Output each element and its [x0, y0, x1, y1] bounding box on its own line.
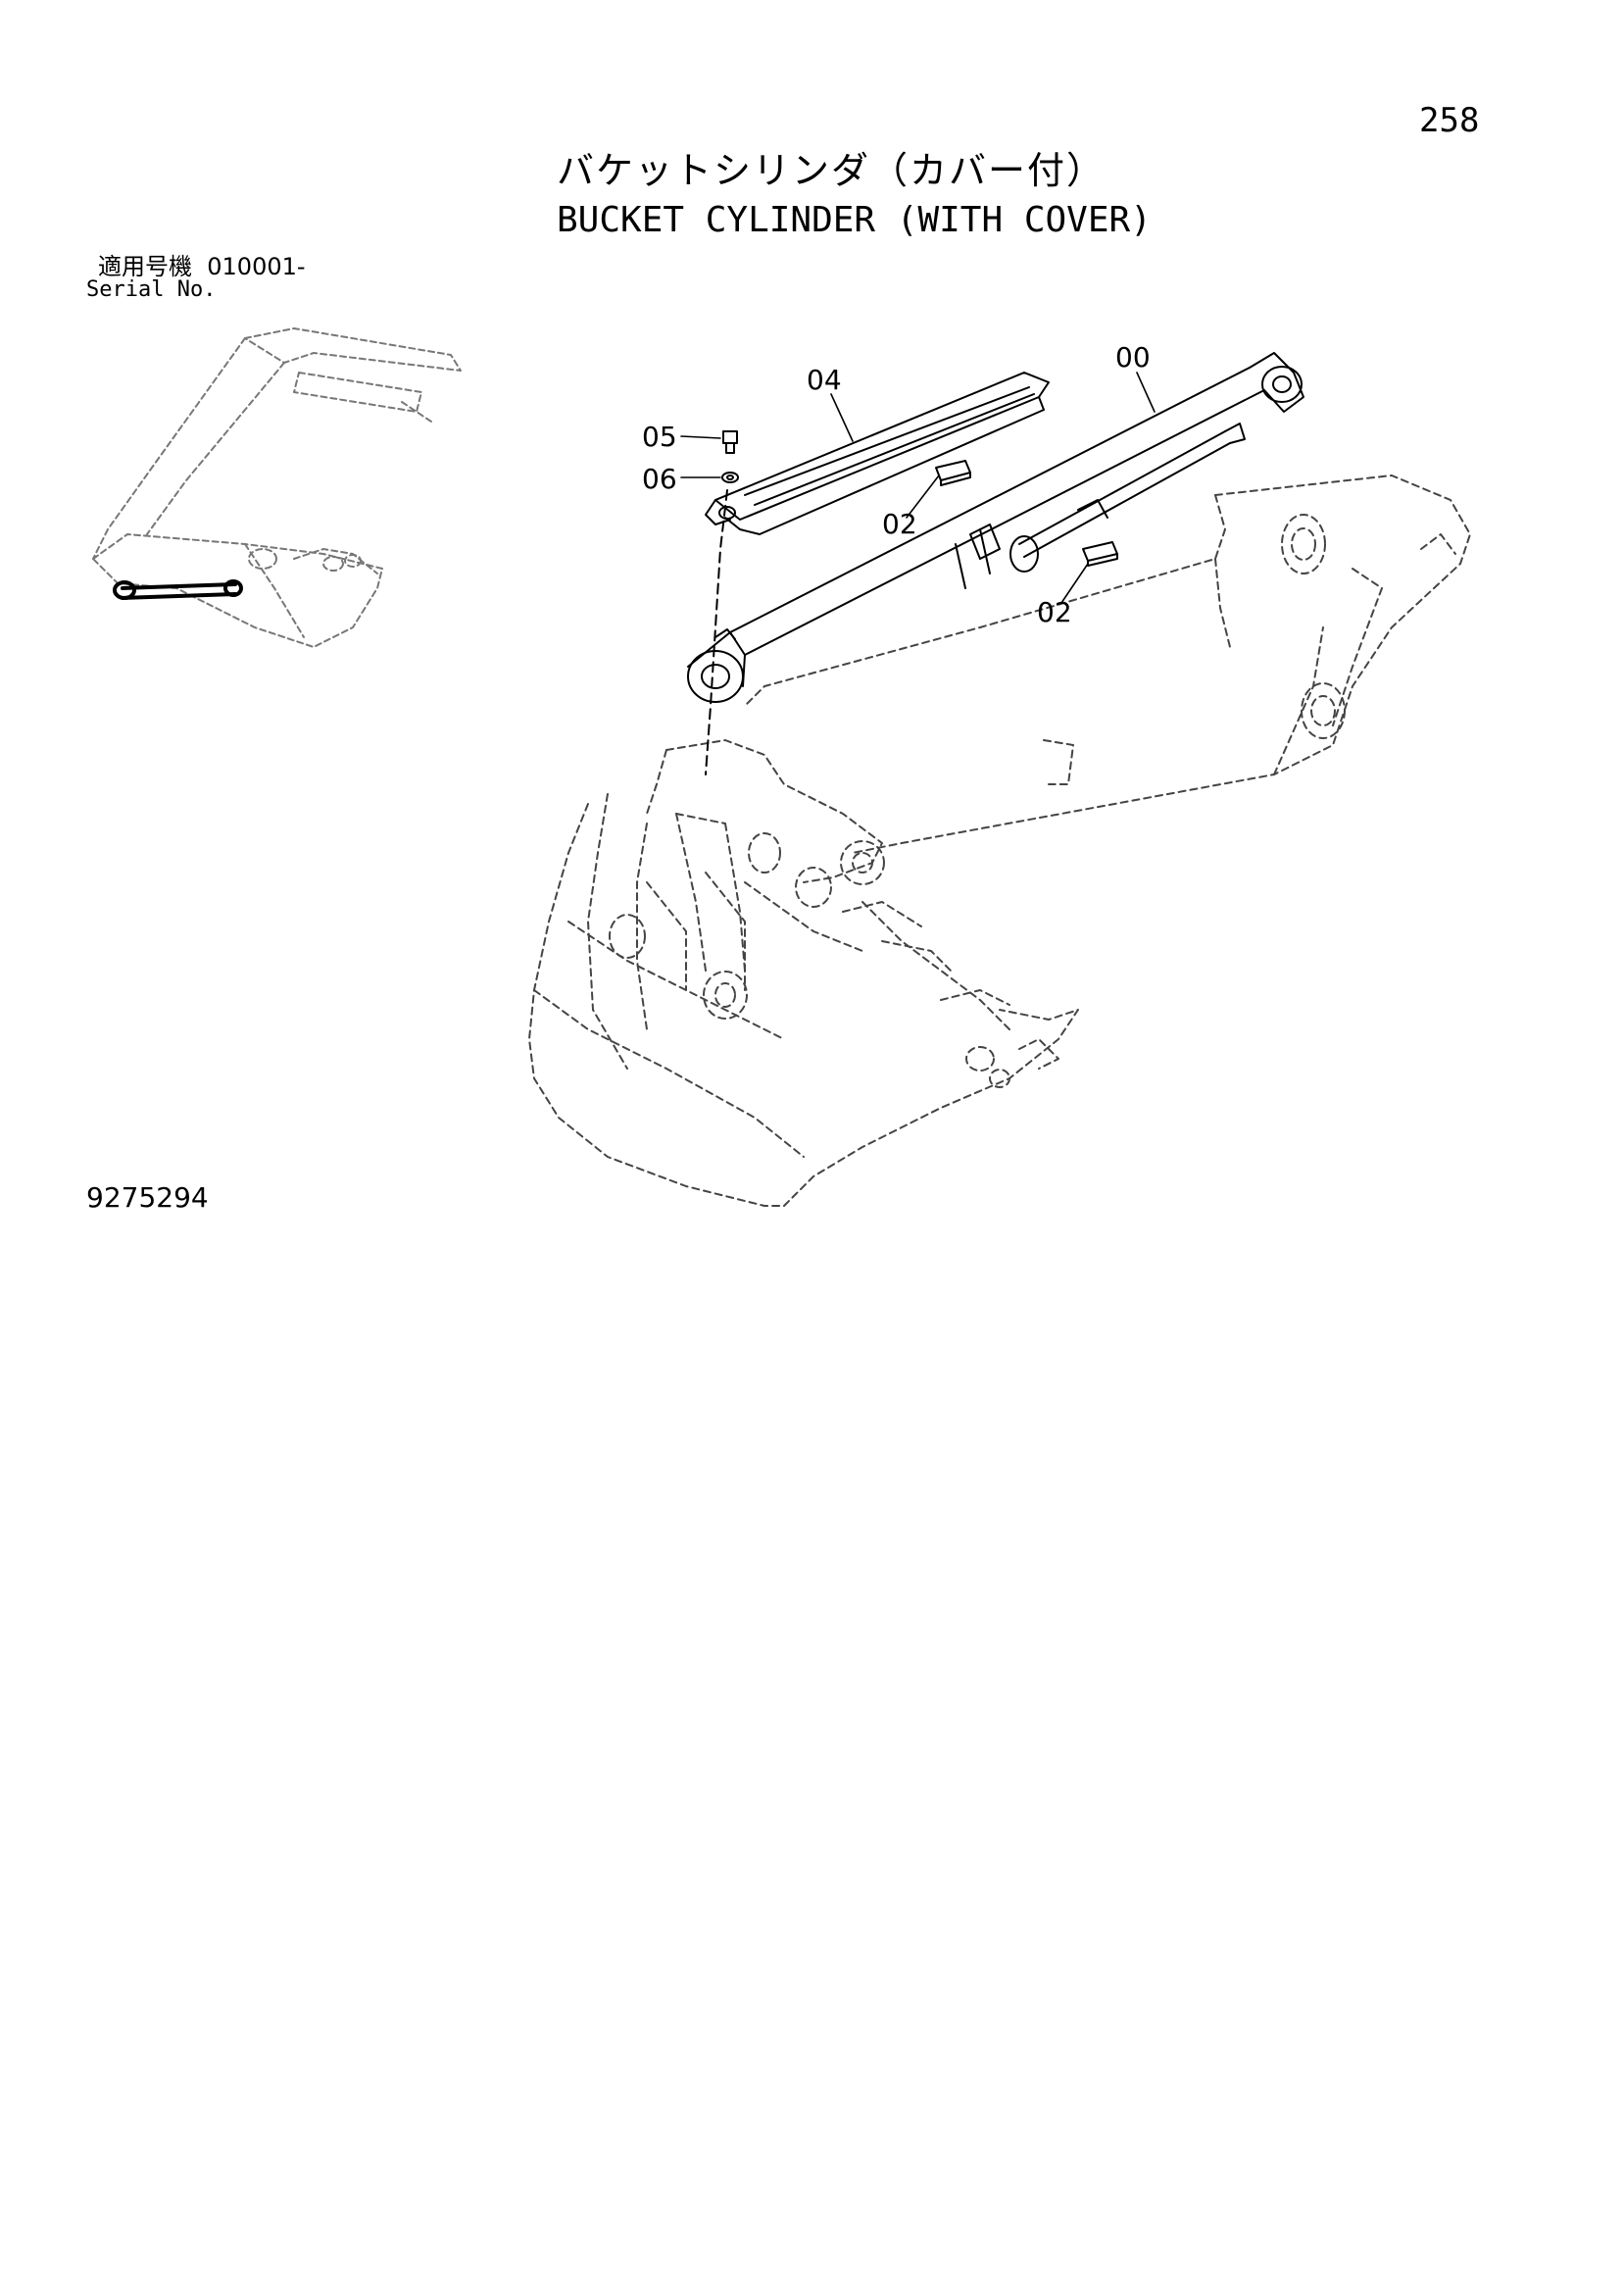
- title-japanese: バケットシリンダ（カバー付）: [557, 149, 1107, 192]
- bucket-outline: [528, 739, 1079, 1207]
- leader-lines: [680, 372, 1156, 604]
- callout-04: 04: [807, 364, 842, 396]
- locator-thumbnail: [92, 327, 462, 648]
- serial-label-en: Serial No.: [86, 277, 217, 302]
- callout-05: 05: [642, 421, 677, 453]
- locator-bucket-cylinder-highlight: [113, 579, 243, 600]
- serial-applicability: 適用号機 010001-: [98, 255, 306, 278]
- cylinder-cover: [705, 372, 1050, 535]
- page-number: 258: [1419, 101, 1480, 140]
- cylinder-piping: [1009, 423, 1246, 573]
- callout-06: 06: [642, 463, 677, 495]
- assembly-guide-line: [705, 489, 728, 775]
- arm-outline: [744, 474, 1471, 854]
- serial-label-jp: 適用号機: [98, 253, 192, 280]
- serial-range: 010001-: [207, 253, 306, 280]
- callout-00: 00: [1115, 341, 1151, 374]
- title-english: BUCKET CYLINDER (WITH COVER): [557, 200, 1152, 240]
- bucket-cylinder: [687, 352, 1304, 703]
- bolt-and-washer: [721, 430, 739, 483]
- callout-02-upper: 02: [882, 508, 917, 540]
- drawing-number: 9275294: [86, 1181, 209, 1214]
- callout-02-lower: 02: [1037, 596, 1072, 628]
